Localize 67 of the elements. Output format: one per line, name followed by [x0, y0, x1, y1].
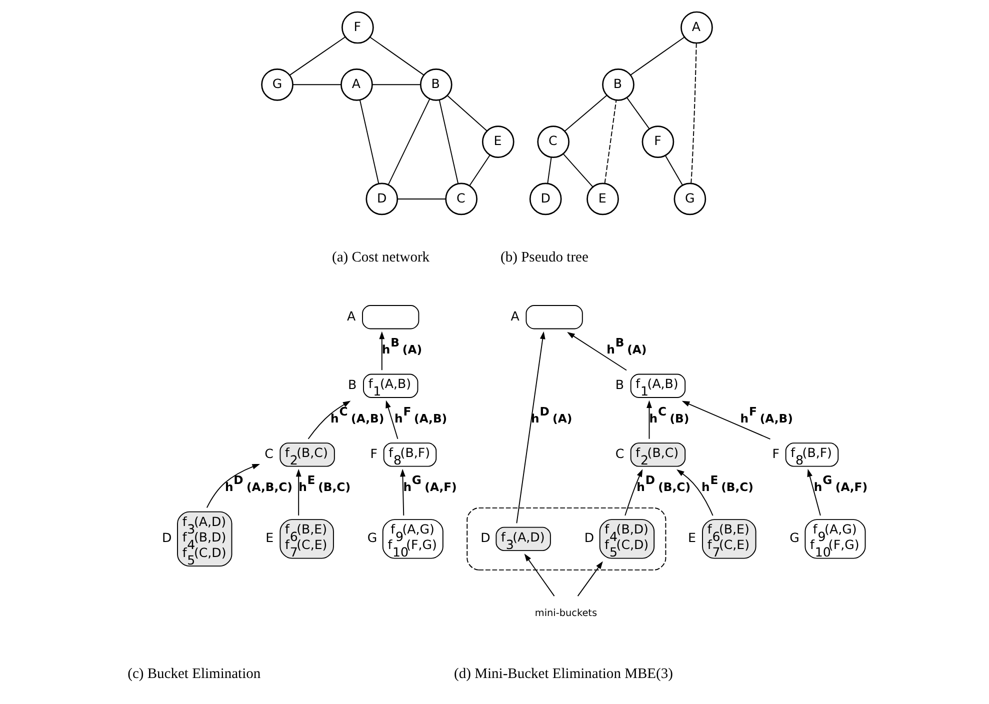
- node-circle: E: [586, 182, 619, 216]
- connector: [664, 155, 683, 186]
- node-label: C: [264, 446, 274, 461]
- label: (c) Bucket Elimination: [128, 666, 261, 682]
- node-label: D: [584, 530, 594, 546]
- node-label: G: [367, 530, 378, 546]
- node-label: G: [790, 530, 800, 546]
- node-label: D: [162, 530, 172, 546]
- connector: [438, 100, 459, 184]
- connector: [447, 95, 488, 132]
- arrow: [379, 331, 385, 371]
- connector: [372, 84, 421, 86]
- connector: [359, 100, 380, 184]
- node-label: B: [348, 377, 357, 392]
- label: (b) Pseudo tree: [500, 249, 588, 266]
- label: (d) Mini-Bucket Elimination MBE(3): [454, 666, 673, 682]
- arrow: [524, 554, 555, 597]
- arrow: [807, 468, 821, 516]
- arrow: [577, 561, 603, 597]
- arrow: [646, 400, 652, 440]
- node-circle: F: [642, 126, 674, 158]
- node-circle: B: [602, 68, 634, 101]
- arrow: [386, 400, 398, 440]
- node-circle: C: [537, 126, 570, 158]
- connector: [626, 97, 650, 130]
- node-circle: A: [340, 68, 373, 101]
- arrow: [296, 468, 302, 516]
- node-label: F: [772, 446, 780, 461]
- node-circle: D: [366, 182, 398, 216]
- arrow: [624, 469, 643, 516]
- node-circle: E: [482, 126, 514, 158]
- connector: [388, 98, 430, 186]
- connector: [562, 153, 594, 188]
- connector: [564, 94, 608, 132]
- connector: [370, 36, 424, 76]
- node-label: C: [615, 446, 624, 461]
- node-circle: G: [261, 68, 294, 101]
- node-label: D: [480, 530, 490, 546]
- arrow: [206, 464, 260, 508]
- arrow: [682, 400, 771, 440]
- node-circle: G: [674, 182, 706, 216]
- node-circle: D: [529, 182, 562, 216]
- arrow: [308, 400, 351, 440]
- arrow: [676, 469, 714, 516]
- node-label: A: [347, 308, 356, 324]
- arrow: [516, 331, 546, 524]
- node-circle: C: [445, 182, 478, 216]
- connector: [690, 42, 697, 184]
- connector: [547, 156, 552, 184]
- node-circle: B: [420, 68, 452, 101]
- connector: [630, 36, 685, 76]
- connector: [289, 36, 346, 76]
- label: (a) Cost network: [332, 249, 430, 266]
- node-label: B: [615, 377, 624, 392]
- connector: [292, 84, 342, 86]
- arrow: [400, 468, 406, 516]
- connector: [469, 154, 490, 186]
- node-label: E: [688, 530, 696, 546]
- node-circle: F: [342, 11, 374, 44]
- node-text: mini-buckets: [534, 608, 597, 619]
- connector: [396, 198, 446, 200]
- node-circle: A: [680, 11, 713, 44]
- connector: [604, 100, 617, 184]
- arrow: [567, 332, 627, 371]
- node-label: F: [370, 446, 378, 461]
- node-label: A: [510, 308, 520, 324]
- node-label: E: [266, 530, 274, 546]
